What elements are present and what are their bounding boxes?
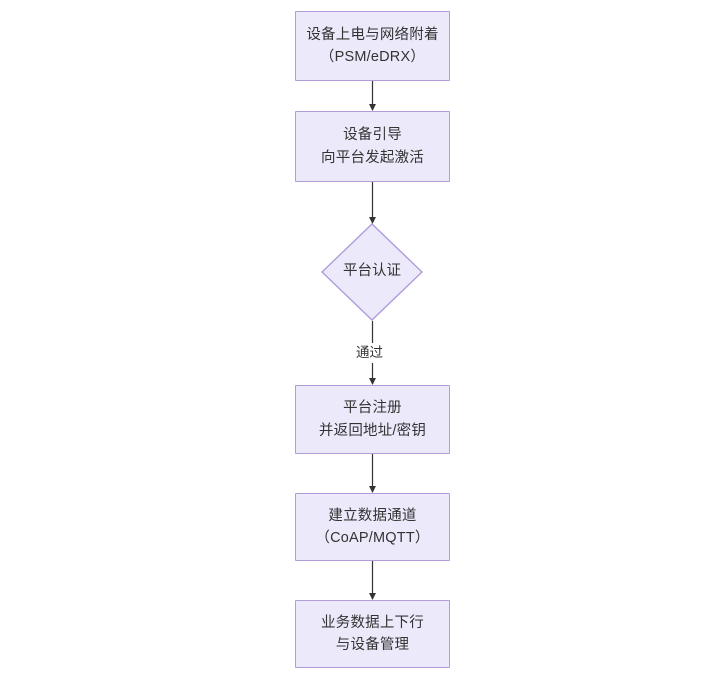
node-device-bootstrap[interactable]: 设备引导 向平台发起激活: [295, 111, 450, 182]
node-label: 业务数据上下行 与设备管理: [321, 614, 424, 653]
node-platform-register[interactable]: 平台注册 并返回地址/密钥: [295, 385, 450, 454]
node-establish-data-channel[interactable]: 建立数据通道 （CoAP/MQTT）: [295, 493, 450, 561]
edge-label-pass: 通过: [353, 343, 386, 363]
node-label: 平台认证: [343, 263, 401, 280]
diamond-shape-icon: [321, 223, 423, 321]
node-device-power-on[interactable]: 设备上电与网络附着 （PSM/eDRX）: [295, 11, 450, 81]
node-platform-auth-decision[interactable]: 平台认证: [321, 223, 423, 321]
node-label: 设备上电与网络附着 （PSM/eDRX）: [306, 26, 439, 65]
node-label: 设备引导 向平台发起激活: [321, 127, 424, 166]
node-label: 建立数据通道 （CoAP/MQTT）: [315, 507, 430, 546]
node-label: 平台注册 并返回地址/密钥: [318, 400, 427, 439]
node-business-data-and-management[interactable]: 业务数据上下行 与设备管理: [295, 600, 450, 668]
